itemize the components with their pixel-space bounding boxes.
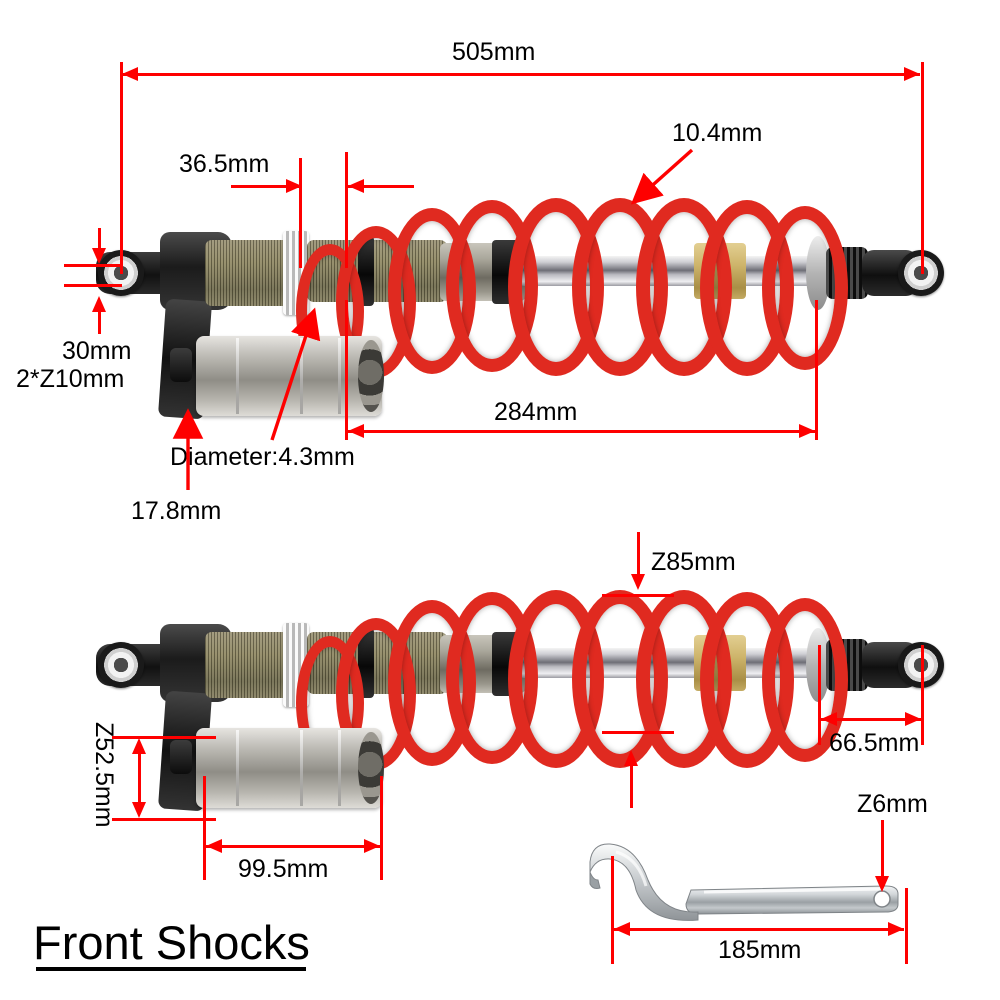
page-title-underline (36, 967, 306, 971)
dim-365-ext-right (345, 152, 348, 268)
dim-284-arrow-left (348, 424, 364, 438)
dim-185-arrow-right (888, 922, 904, 936)
label-reservoir-length: 99.5mm (238, 855, 329, 883)
label-tail-length: 66.5mm (829, 729, 920, 757)
upper-canister-end-cap (358, 340, 384, 412)
dim-85-tick-bottom (602, 731, 674, 734)
upper-canister-band-a (236, 338, 239, 414)
label-spring-gap: 36.5mm (179, 150, 270, 178)
dim-85-tick-top (602, 594, 674, 597)
page-title: Front Shocks (33, 916, 310, 969)
label-wrench-hole: Ζ6mm (857, 790, 928, 818)
upper-reservoir-canister (196, 336, 382, 416)
dim-995-line (206, 845, 380, 848)
label-adjuster-thread: Diameter:4.3mm (170, 443, 355, 471)
label-eyelet-bore-spec: 2*Ζ10mm (16, 365, 125, 393)
lower-adjuster-knob (170, 740, 192, 774)
dim-284-arrow-right (799, 424, 815, 438)
label-reservoir-diameter: Ζ52.5mm (90, 722, 118, 828)
upper-canister-band-b (300, 338, 303, 414)
dim-505-ext-right (921, 62, 924, 274)
dim-665-line (821, 718, 921, 721)
dim-30-line-top (98, 228, 101, 250)
lower-canister-band-b (300, 730, 303, 806)
dim-185-ext-right (905, 888, 908, 964)
leader-clevis-width (172, 408, 204, 490)
lower-canister-band-a (236, 730, 239, 806)
dim-185-line (614, 928, 904, 931)
label-spring-wire: 10.4mm (672, 119, 763, 147)
dim-525-arrow-bottom (132, 802, 146, 818)
label-clevis-width: 17.8mm (131, 497, 222, 525)
dim-284-ext-right (815, 300, 818, 440)
dim-365-line-right (348, 185, 414, 188)
dim-85-arrow-bottom (624, 750, 638, 766)
dim-505-ext-left (120, 62, 123, 274)
dim-284-line (348, 430, 816, 433)
dim-995-ext-right (380, 776, 383, 880)
dim-505-arrow-right (904, 67, 920, 81)
dim-995-arrow-right (364, 839, 380, 853)
dim-665-ext-right (921, 645, 924, 745)
dim-85-line-top (637, 532, 640, 576)
upper-shock-assembly (0, 0, 1000, 470)
dim-995-ext-left (203, 776, 206, 880)
hook-spanner-wrench (589, 843, 899, 921)
dim-365-ext-left (299, 158, 302, 268)
dim-995-arrow-left (206, 839, 222, 853)
dim-525-tick-bottom (112, 818, 216, 821)
lower-reservoir-canister (196, 728, 382, 808)
dim-30-arrow-bottom (92, 296, 106, 312)
dim-185-ext-left (611, 856, 614, 964)
lower-threaded-body (205, 632, 293, 698)
leader-spring-wire (630, 148, 694, 205)
label-spring-outer: Ζ85mm (651, 548, 736, 576)
lower-left-eyelet (98, 642, 144, 688)
dim-85-line-bottom (630, 764, 633, 808)
dim-365-arrow-right (348, 179, 364, 193)
label-eyelet-bore: 30mm (62, 337, 132, 365)
dim-525-arrow-top (132, 738, 146, 754)
lower-shock-assembly (0, 392, 1000, 862)
label-overall-length: 505mm (452, 38, 536, 66)
dim-85-arrow-top (631, 574, 645, 590)
upper-adjuster-knob (170, 348, 192, 382)
dim-665-arrow-left (821, 712, 837, 726)
dim-665-ext-left (818, 645, 821, 745)
dim-284-ext-left (345, 300, 348, 440)
dim-365-arrow-left (286, 179, 302, 193)
dim-365-line-left (231, 185, 299, 188)
dim-505-line (122, 73, 920, 76)
upper-threaded-body (205, 240, 293, 306)
dim-30-tick-top (64, 264, 122, 267)
dim-185-arrow-left (614, 922, 630, 936)
dim-525-tick-top (112, 736, 216, 739)
dim-30-tick-bottom (64, 284, 122, 287)
label-stroke-span: 284mm (494, 398, 578, 426)
dim-525-line (138, 748, 141, 806)
upper-canister-band-c (338, 338, 341, 414)
label-wrench-length: 185mm (718, 936, 802, 964)
leader-adjuster-thread (270, 307, 321, 441)
lower-canister-band-c (338, 730, 341, 806)
dim-665-arrow-right (905, 712, 921, 726)
dim-30-line-bottom (98, 310, 101, 334)
dim-6-arrow (875, 876, 889, 892)
lower-canister-end-cap (358, 732, 384, 804)
dim-30-arrow-top (92, 248, 106, 264)
dim-505-arrow-left (122, 67, 138, 81)
dim-6-leader (881, 820, 884, 878)
